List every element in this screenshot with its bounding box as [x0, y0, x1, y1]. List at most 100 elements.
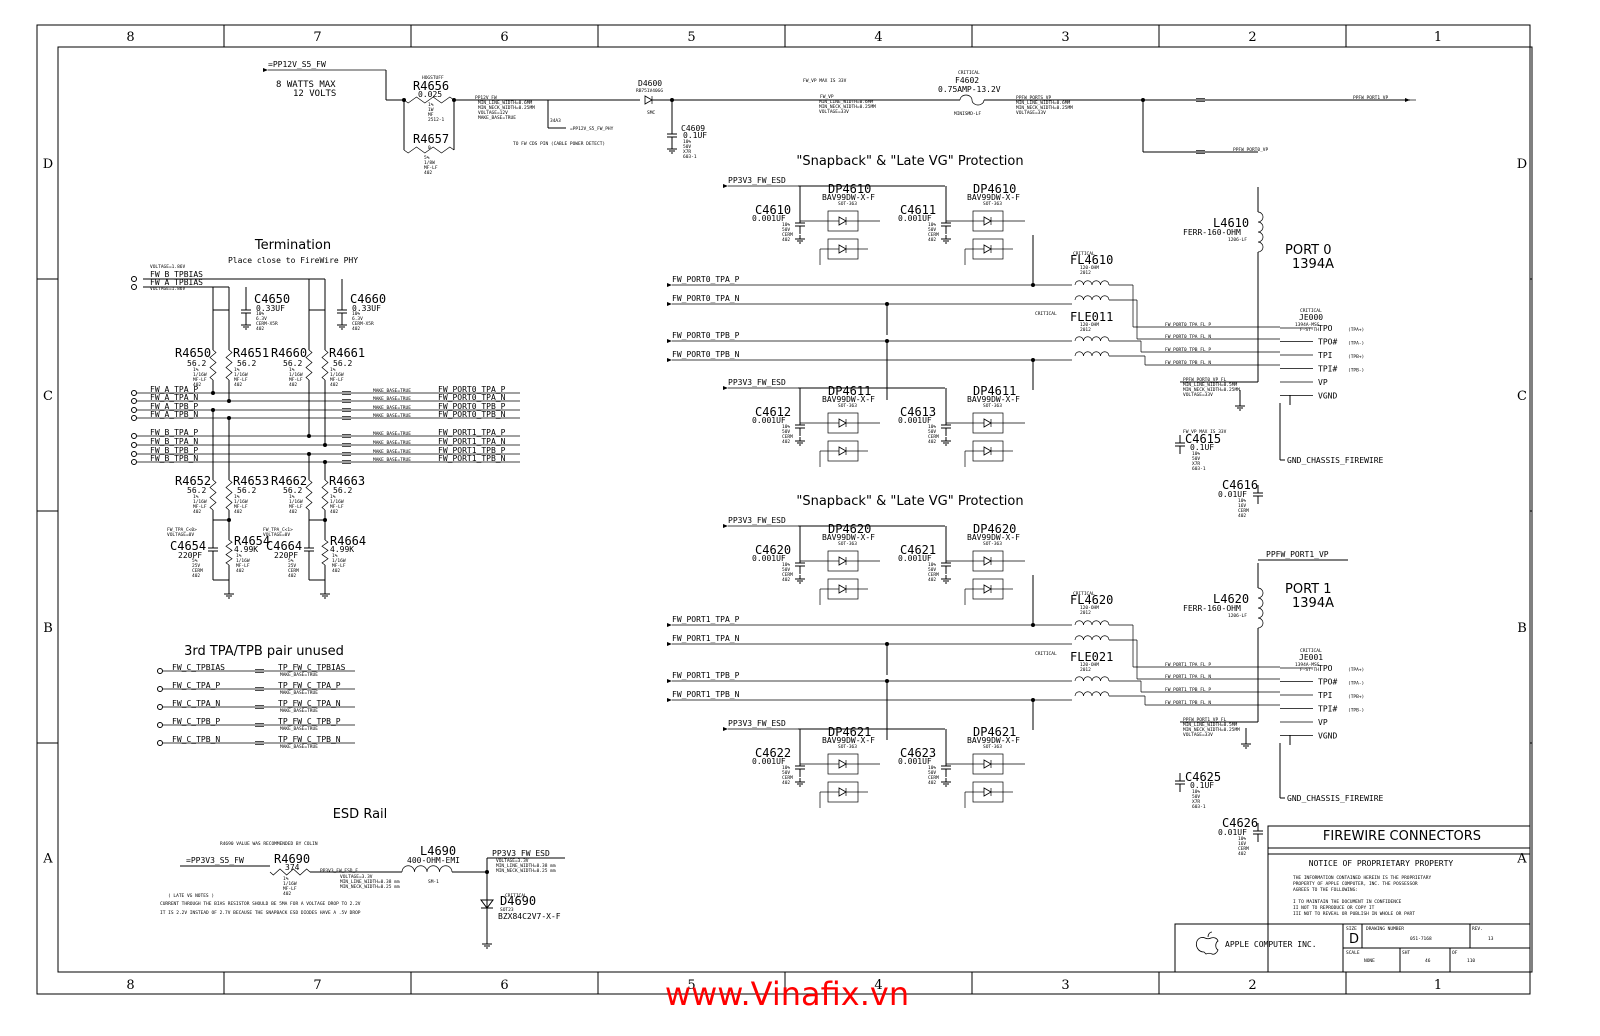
pp12v-props: MIN_LINE_WIDTH=0.6MM [478, 100, 532, 106]
prot-cap-spec: 402 [782, 780, 790, 786]
esd-props: MIN_NECK_WIDTH=0.25 mm [496, 868, 556, 874]
prot-diode-b-diode [983, 446, 992, 456]
gnd-chassis-label: GND_CHASSIS_FIREWIRE [1287, 456, 1384, 465]
fw-net-in: FW_B_TPA_N [150, 437, 198, 446]
unused-net-from: FW_C_TPB_N [172, 735, 220, 744]
port-input-net: FW_PORT1_TPB_N [672, 690, 740, 699]
r4664-spec: MF-LF [332, 563, 346, 569]
notice-line: AGREES TO THE FOLLOWING: [1293, 887, 1358, 893]
prot-cap-spec: 50V [928, 770, 936, 776]
esd-rail-label: PP3V3_FW_ESD [728, 378, 786, 387]
unused-net-to: TP_FW_C_TPA_P [278, 681, 341, 690]
esd-rail-in: =PP3V3_S5_FW [186, 856, 244, 865]
protection-title: "Snapback" & "Late VG" Protection [796, 494, 1023, 509]
connector-pin-note: (TPA-) [1348, 341, 1364, 347]
prot-diode-a-diode [838, 556, 847, 566]
connector-ref: JE000 [1299, 313, 1323, 322]
port-filtered-net: FW_PORT0_TPA_FL_P [1165, 322, 1211, 328]
prot-cap-spec: 50V [782, 429, 790, 435]
filter-ref: FL4620 [1070, 593, 1113, 607]
fw-net-out: FW_PORT0_TPA_P [438, 385, 506, 394]
fw-net-in: FW_A_TPB_N [150, 410, 198, 419]
fw-net-out: FW_PORT1_TPA_N [438, 437, 506, 446]
f4602-fuse [959, 94, 985, 106]
c4660-spec: CERM-X5R [352, 321, 374, 327]
offpage-connector [131, 459, 137, 465]
c4609-value: 0.1UF [683, 131, 707, 140]
unused-note: MAKE_BASE=TRUE [280, 672, 318, 678]
grid-col-label-bottom: 6 [500, 978, 508, 993]
grid-col-label-bottom: 8 [126, 978, 134, 993]
d4690-value: BZX84C2V7-X-F [498, 912, 561, 921]
junction-dot [211, 391, 215, 395]
r-bot-ref: R4652 [175, 474, 211, 488]
c4654-spec: 5% [192, 558, 198, 564]
unused-net-from: FW_C_TPBIAS [172, 663, 225, 672]
notice-line: THE INFORMATION CONTAINED HEREIN IS THE … [1293, 875, 1431, 881]
filter-spec: 2012 [1080, 327, 1091, 333]
sht-label: SHT [1402, 950, 1410, 956]
c4650-spec: 6.3V [256, 316, 267, 322]
watermark-text: www.Vinafix.vn [665, 975, 909, 1013]
r4664-spec: 1% [332, 553, 338, 559]
prot-cap-spec: 10% [928, 222, 936, 228]
c4664-spec: 402 [288, 573, 296, 579]
fw-net-in: FW_A_TPA_N [150, 393, 198, 402]
r-bot-value: 56.2 [237, 486, 256, 495]
r-top-spec: 1% [193, 367, 199, 373]
vp-fl-props: MIN_NECK_WIDTH=0.25MM [1183, 387, 1240, 393]
offpage-connector [131, 276, 137, 282]
connector-pin-note: (TPB+) [1348, 354, 1364, 360]
prot-cap-spec: 50V [782, 770, 790, 776]
prot-diode-pkg: SOT-363 [983, 201, 1002, 207]
termination-title: Termination [254, 238, 331, 253]
r4657-value: 0 [428, 145, 431, 151]
filter-critical: CRITICAL [1073, 591, 1095, 597]
c4664-spec: CERM [288, 568, 299, 574]
r-top-spec: 402 [234, 382, 242, 388]
prot-diode-a-diode [983, 216, 992, 226]
prot-diode-value: BAV99DW-X-F [822, 395, 875, 404]
grid-row-label-left: B [43, 621, 53, 636]
sht-value: 46 [1425, 958, 1431, 964]
r-top-body [225, 349, 233, 381]
esd-rail-flag-arrow [723, 386, 728, 390]
junction-dot [227, 416, 231, 420]
l4690-spec: SM-1 [428, 879, 439, 885]
r-top-spec: MF-LF [289, 377, 303, 383]
port-cap-b-spec: 16V [1238, 841, 1246, 847]
connector-pin: TPI [1318, 351, 1333, 360]
d4600-ref: D4600 [638, 79, 662, 88]
r4664-value: 4.99K [330, 545, 354, 554]
r-bot-spec: 1% [289, 494, 295, 500]
offpage-connector [131, 442, 137, 448]
fw-net-out: FW_PORT1_TPA_P [438, 428, 506, 437]
connector-pin: TPO [1318, 664, 1333, 673]
prot-diode-ref: DP4620 [973, 522, 1016, 536]
filter-critical: CRITICAL [1035, 311, 1057, 317]
junction-dot [1031, 623, 1035, 627]
offpage-connector [131, 390, 137, 396]
ppfw-port1-flag-arrow [1405, 98, 1410, 102]
port-cap-b-spec: 402 [1238, 513, 1246, 519]
r4656-spec: 2512-1 [428, 117, 445, 123]
late-vg-note: ( LATE VG NOTES ) [168, 893, 214, 899]
fw-net-in: FW_B_TPB_N [150, 454, 198, 463]
pp12v-props: MAKE_BASE=TRUE [478, 115, 516, 121]
r-top-value: 56.2 [187, 359, 206, 368]
unused-net-to: TP_FW_C_TPB_P [278, 717, 341, 726]
prot-diode-ref: DP4611 [973, 384, 1016, 398]
grid-row-label-right: D [1517, 157, 1527, 172]
r-top-body [321, 349, 329, 381]
grid-col-label-top: 4 [874, 30, 882, 45]
junction-dot [885, 339, 889, 343]
sheet-border [36, 24, 1531, 995]
junction-dot [885, 642, 889, 646]
make-base: MAKE_BASE=TRUE [373, 413, 411, 419]
junction-dot [307, 434, 311, 438]
prot-cap-spec: 402 [782, 237, 790, 243]
c4654-spec: 25V [192, 563, 200, 569]
critical-tag: CRITICAL [958, 70, 980, 76]
connector-pin: VGND [1318, 732, 1337, 741]
connector-pin-note: (TPA-) [1348, 681, 1364, 687]
